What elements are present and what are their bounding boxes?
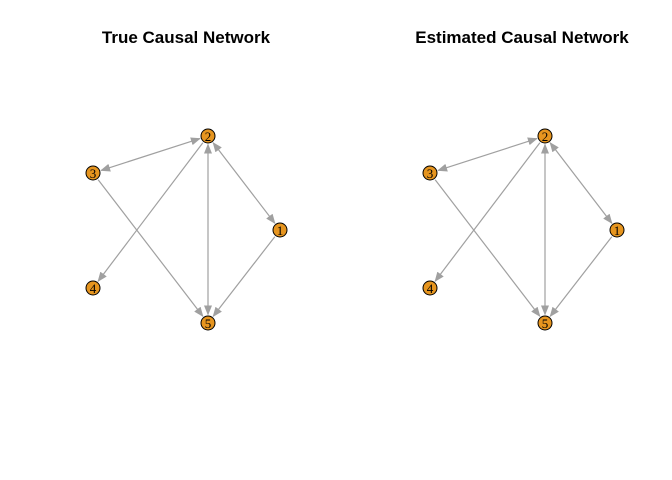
edge-2-3 [100,137,201,172]
node-circle [272,222,288,238]
node-2: 2 [200,128,216,144]
true-network-title: True Causal Network [101,28,271,47]
edge-1-5 [549,236,613,318]
node-label: 4 [90,281,97,296]
node-label: 2 [205,129,212,144]
edge-1-5 [212,236,276,318]
node-label: 5 [205,316,212,331]
node-circle [85,280,101,296]
edge-2-3 [437,137,538,172]
edge-3-5 [97,179,204,318]
edge-3-5 [434,179,541,318]
node-1: 1 [609,222,625,238]
node-circle [537,315,553,331]
edge-2-4 [97,142,204,283]
node-3: 3 [422,165,438,181]
estimated-network-title: Estimated Causal Network [415,28,629,47]
edge-1-2 [212,141,276,225]
node-4: 4 [422,280,438,296]
node-label: 3 [90,166,97,181]
true-network-graph: 1 2 3 4 5 [85,128,288,331]
node-label: 1 [614,223,621,238]
node-circle [85,165,101,181]
node-2: 2 [537,128,553,144]
node-label: 3 [427,166,434,181]
node-5: 5 [200,315,216,331]
node-5: 5 [537,315,553,331]
estimated-network-graph: 1 2 3 4 5 [422,128,625,331]
node-circle [609,222,625,238]
node-3: 3 [85,165,101,181]
node-label: 5 [542,316,549,331]
node-circle [200,128,216,144]
node-circle [537,128,553,144]
node-circle [422,165,438,181]
node-label: 4 [427,281,434,296]
node-circle [200,315,216,331]
node-label: 1 [277,223,284,238]
node-4: 4 [85,280,101,296]
node-1: 1 [272,222,288,238]
node-label: 2 [542,129,549,144]
edge-1-2 [549,141,613,225]
node-circle [422,280,438,296]
edge-2-4 [434,142,541,283]
